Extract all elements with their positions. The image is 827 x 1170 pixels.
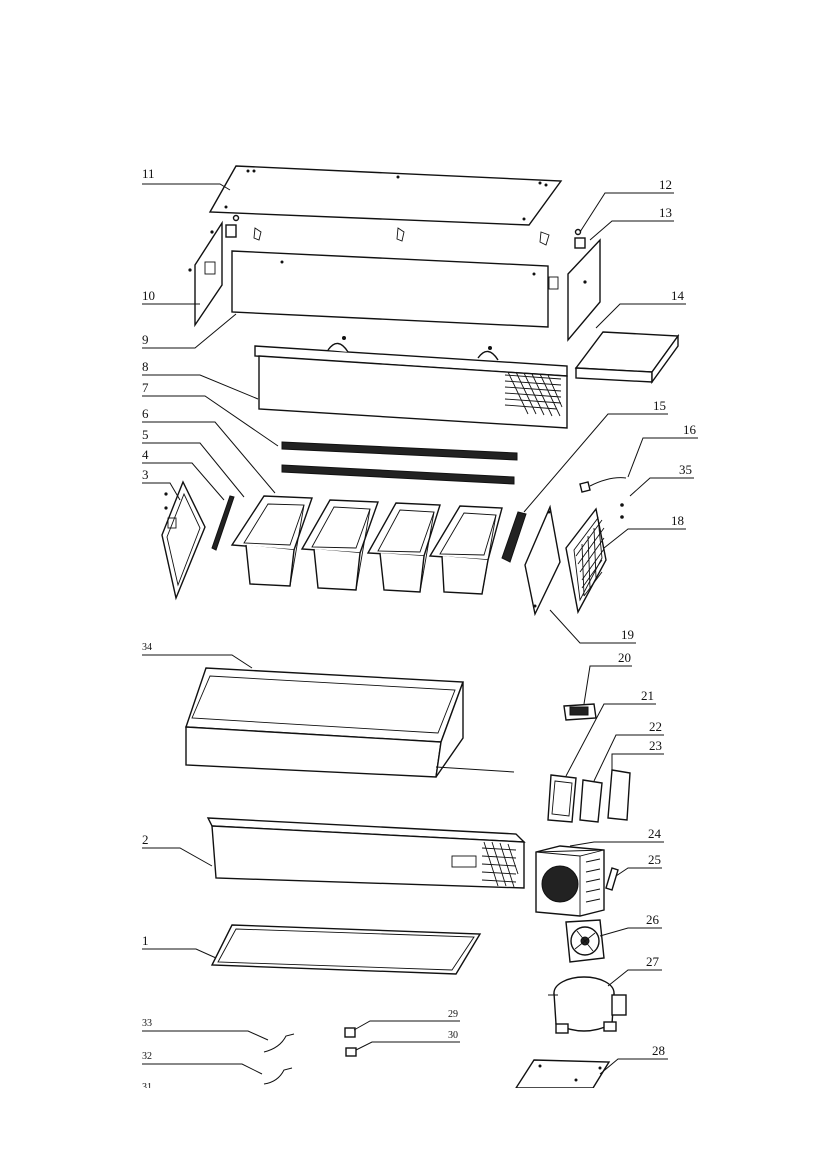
part-right-end-panel bbox=[524, 504, 561, 617]
part-divider-strip bbox=[211, 495, 235, 551]
label-34: 34 bbox=[142, 642, 152, 653]
part-power-cable bbox=[579, 477, 627, 519]
label-35: 35 bbox=[679, 462, 692, 477]
part-filter-drier bbox=[605, 867, 619, 891]
label-19: 19 bbox=[621, 627, 634, 642]
part-bottom-plate bbox=[210, 924, 482, 975]
label-14: 14 bbox=[671, 288, 685, 303]
callout-labels: 11 12 13 10 14 9 8 7 15 6 16 5 4 35 3 18… bbox=[142, 166, 697, 1093]
label-1: 1 bbox=[142, 933, 149, 948]
label-3: 3 bbox=[142, 467, 149, 482]
part-small-lid bbox=[574, 331, 680, 385]
label-4: 4 bbox=[142, 447, 149, 462]
part-condenser-unit bbox=[535, 845, 605, 917]
part-thermostat bbox=[563, 703, 597, 721]
label-25: 25 bbox=[648, 852, 661, 867]
part-condenser-grille bbox=[565, 507, 607, 615]
part-hinges bbox=[225, 214, 586, 249]
part-divider-right bbox=[501, 511, 527, 563]
part-right-side-panel bbox=[548, 238, 601, 342]
part-rails bbox=[281, 441, 518, 485]
part-electrical-box bbox=[547, 769, 631, 823]
part-small-fittings bbox=[263, 1027, 357, 1085]
part-fan bbox=[565, 919, 605, 963]
label-24: 24 bbox=[648, 826, 662, 841]
label-33: 33 bbox=[142, 1018, 152, 1029]
label-2: 2 bbox=[142, 832, 149, 847]
label-20: 20 bbox=[618, 650, 631, 665]
label-18: 18 bbox=[671, 513, 684, 528]
label-11: 11 bbox=[142, 166, 155, 181]
part-inner-tank bbox=[185, 667, 515, 778]
part-base-plate bbox=[514, 1059, 611, 1089]
label-26: 26 bbox=[646, 912, 660, 927]
label-27: 27 bbox=[646, 954, 660, 969]
label-32: 32 bbox=[142, 1051, 152, 1062]
crop-mask bbox=[0, 1088, 827, 1170]
part-left-end-panel bbox=[161, 480, 206, 601]
vent-grille-upper bbox=[504, 371, 563, 417]
part-left-side-panel bbox=[188, 220, 223, 328]
label-28: 28 bbox=[652, 1043, 665, 1058]
label-8: 8 bbox=[142, 359, 149, 374]
label-9: 9 bbox=[142, 332, 149, 347]
part-compressor bbox=[548, 976, 627, 1034]
label-16: 16 bbox=[683, 422, 697, 437]
label-5: 5 bbox=[142, 427, 149, 442]
part-front-lower-panel bbox=[206, 817, 526, 889]
label-15: 15 bbox=[653, 398, 666, 413]
label-29: 29 bbox=[448, 1009, 458, 1020]
part-front-upper-panel bbox=[254, 336, 568, 429]
label-22: 22 bbox=[649, 719, 662, 734]
part-back-panel bbox=[231, 250, 549, 328]
label-13: 13 bbox=[659, 205, 672, 220]
label-30: 30 bbox=[448, 1030, 458, 1041]
label-12: 12 bbox=[659, 177, 672, 192]
label-7: 7 bbox=[142, 380, 149, 395]
label-10: 10 bbox=[142, 288, 155, 303]
label-31: 31 bbox=[142, 1082, 152, 1093]
leader-lines bbox=[142, 183, 698, 1075]
label-23: 23 bbox=[649, 738, 662, 753]
label-6: 6 bbox=[142, 406, 149, 421]
part-lid bbox=[208, 165, 563, 226]
part-pans bbox=[230, 495, 503, 595]
label-21: 21 bbox=[641, 688, 654, 703]
